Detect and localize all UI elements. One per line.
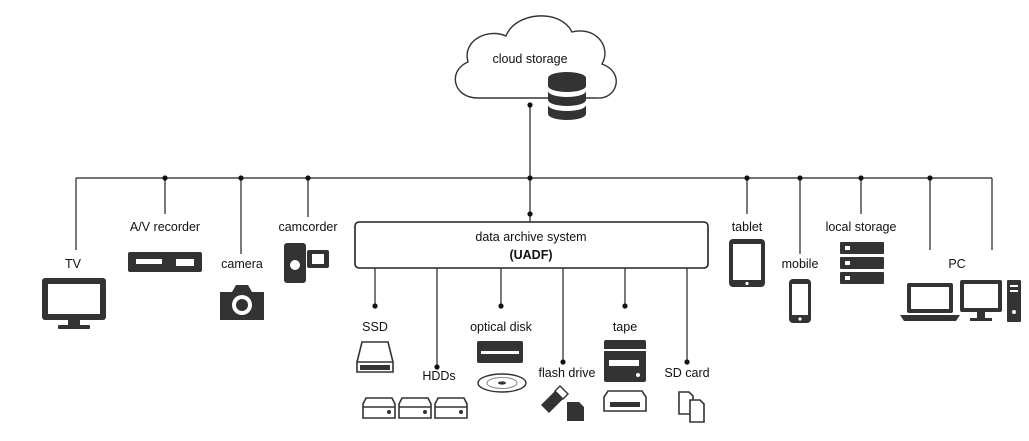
cloud-storage-label: cloud storage: [492, 52, 567, 66]
hdds-medium: HDDs: [362, 369, 468, 419]
ssd-medium: SSD: [356, 320, 394, 373]
mobile-device: mobile: [782, 257, 819, 323]
hdd-icon: [398, 397, 432, 419]
pc-label: PC: [948, 257, 965, 271]
flash-drive-medium: flash drive: [539, 366, 596, 421]
hdds-label: HDDs: [422, 369, 455, 383]
pc-device: PC: [900, 257, 1021, 322]
data-archive-system: data archive system (UADF): [354, 221, 709, 269]
laptop-icon: [900, 283, 960, 321]
connection-dots: [162, 102, 933, 370]
hdd-icon: [434, 397, 468, 419]
tv-device: TV: [42, 257, 106, 329]
mobile-label: mobile: [782, 257, 819, 271]
tape-label: tape: [613, 320, 637, 334]
usb-flash-drive-icon: [541, 385, 569, 413]
camcorder-label: camcorder: [278, 220, 337, 234]
archive-title: data archive system: [475, 230, 586, 244]
av-recorder-device: A/V recorder: [128, 220, 202, 272]
cloud-storage-node: cloud storage: [454, 15, 617, 120]
local-storage-label: local storage: [826, 220, 897, 234]
camcorder-icon: [284, 243, 329, 283]
database-icon: [548, 72, 586, 120]
av-recorder-label: A/V recorder: [130, 220, 200, 234]
tablet-device: tablet: [729, 220, 765, 287]
ssd-label: SSD: [362, 320, 388, 334]
tape-drive-icon: [604, 340, 646, 382]
connection-lines: [75, 105, 993, 367]
sd-card-icon: [678, 391, 705, 423]
memory-card-icon: [567, 402, 584, 421]
tablet-label: tablet: [732, 220, 763, 234]
mobile-icon: [789, 279, 811, 323]
camcorder-device: camcorder: [278, 220, 338, 283]
hdd-icon: [362, 397, 396, 419]
server-rack-icon: [840, 242, 884, 284]
archive-box: [354, 221, 709, 269]
ssd-icon: [356, 341, 394, 373]
camera-label: camera: [221, 257, 263, 271]
desktop-computer-icon: [960, 280, 1021, 322]
tape-medium: tape: [603, 320, 647, 412]
local-storage-device: local storage: [826, 220, 897, 284]
sd-card-medium: SD card: [664, 366, 710, 423]
optical-disk-label: optical disk: [470, 320, 533, 334]
av-recorder-icon: [128, 252, 202, 272]
archive-subtitle: (UADF): [509, 248, 552, 262]
flash-drive-label: flash drive: [539, 366, 596, 380]
sd-card-label: SD card: [664, 366, 709, 380]
camera-device: camera: [220, 257, 264, 320]
camera-icon: [220, 285, 264, 320]
tape-cartridge-icon: [603, 390, 647, 412]
tv-icon: [42, 278, 106, 329]
tablet-icon: [729, 239, 765, 287]
disc-icon: [477, 373, 527, 393]
optical-disk-medium: optical disk: [470, 320, 533, 393]
optical-drive-icon: [477, 341, 523, 363]
tv-label: TV: [65, 257, 82, 271]
